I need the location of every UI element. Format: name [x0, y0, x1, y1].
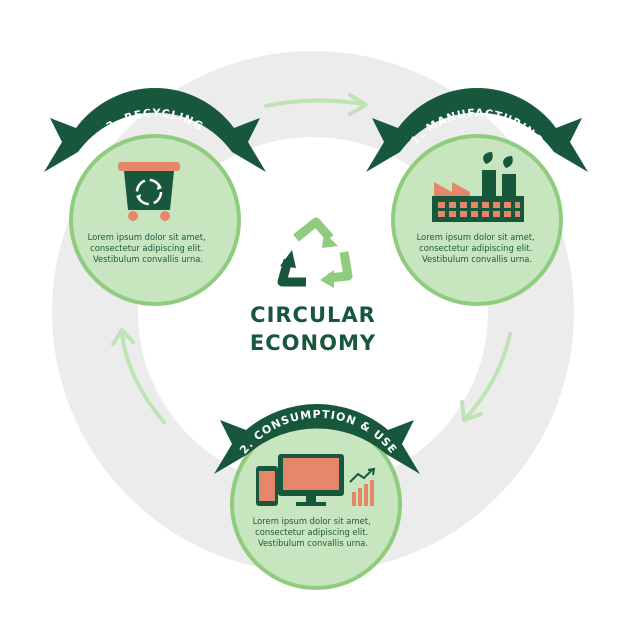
arrow-manufacturing-to-consumption: [460, 332, 512, 422]
arrow-consumption-to-recycling: [111, 328, 166, 424]
stage-manufacturing: 1. MANUFACTURING Lorem ipsum dolor sit: [366, 87, 588, 306]
stage-text-consumption: Lorem ipsum dolor sit amet, consectetur …: [253, 516, 374, 548]
factory-icon: [432, 152, 524, 222]
stage-text-recycling: Lorem ipsum dolor sit amet, consectetur …: [88, 232, 209, 264]
title-line-economy: ECONOMY: [250, 331, 376, 355]
recycle-bin-icon: [118, 162, 180, 221]
devices-icon: [256, 454, 376, 506]
recycle-symbol-icon: [277, 217, 353, 288]
title-line-circular: CIRCULAR: [250, 303, 376, 327]
stage-circle-recycling: [69, 134, 241, 306]
arrow-recycling-to-manufacturing: [264, 93, 368, 116]
stage-text-manufacturing: Lorem ipsum dolor sit amet, consectetur …: [417, 232, 538, 264]
flow-arrows: [111, 93, 512, 424]
